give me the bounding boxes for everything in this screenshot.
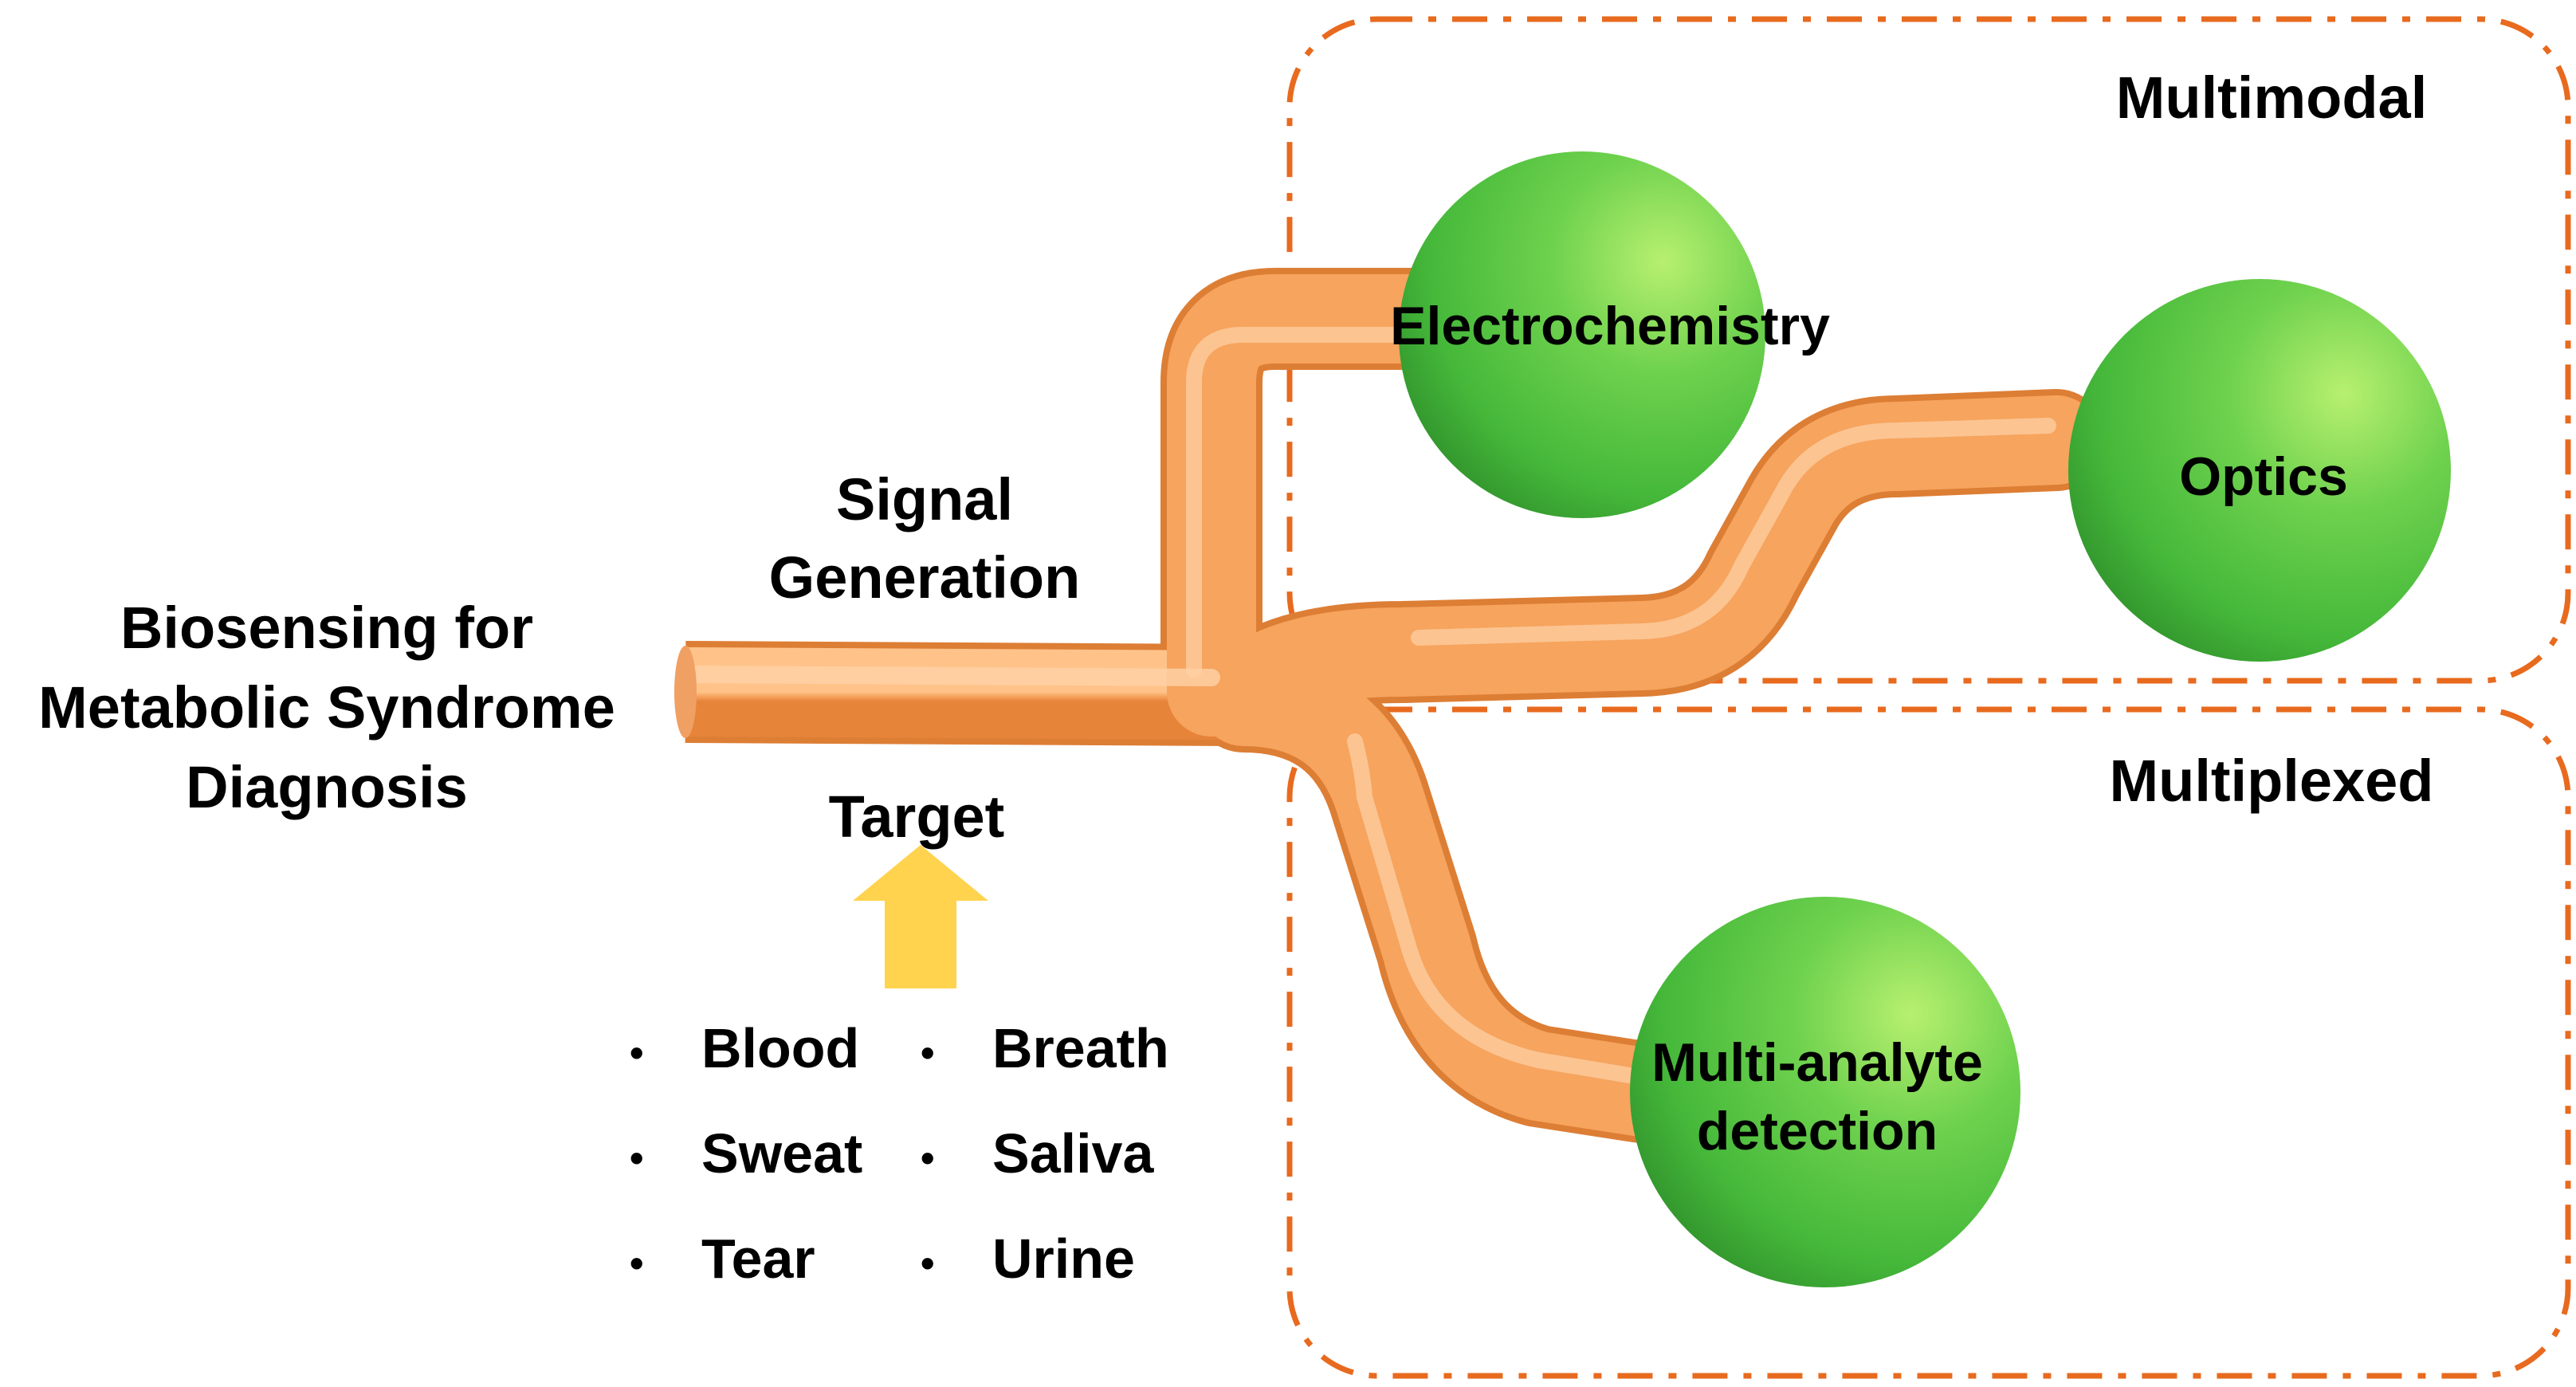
bullet-icon: • xyxy=(630,1135,644,1181)
electrochemistry-label: Electrochemistry xyxy=(1390,296,1830,356)
multi-analyte-label: Multi-analyte detection xyxy=(1562,1028,2072,1165)
bullet-icon: • xyxy=(630,1030,644,1075)
sample-item: • Breath xyxy=(921,1012,1169,1089)
title-line-1: Biosensing for xyxy=(120,595,534,661)
bullet-icon: • xyxy=(630,1240,644,1286)
sample-label: Urine xyxy=(992,1228,1135,1290)
signal-line-2: Generation xyxy=(768,544,1081,611)
sample-item: • Urine xyxy=(921,1223,1135,1299)
sample-item: • Tear xyxy=(630,1223,815,1299)
sample-label: Sweat xyxy=(701,1122,863,1185)
diagram-title: Biosensing for Metabolic Syndrome Diagno… xyxy=(0,588,654,827)
signal-line-1: Signal xyxy=(835,466,1014,532)
electrochemistry-sphere xyxy=(1399,151,1765,518)
target-label: Target xyxy=(828,784,1005,850)
sample-label: Tear xyxy=(701,1228,815,1290)
multiplexed-box xyxy=(1286,706,2571,1379)
sample-item: • Blood xyxy=(630,1012,859,1089)
title-line-2: Metabolic Syndrome xyxy=(38,674,615,741)
tube-network xyxy=(674,268,2107,1143)
sample-label: Saliva xyxy=(992,1122,1154,1185)
bullet-icon: • xyxy=(921,1030,935,1075)
multimodal-title: Multimodal xyxy=(2115,65,2428,131)
sample-label: Blood xyxy=(701,1017,860,1079)
multi-analyte-line-1: Multi-analyte xyxy=(1651,1032,1983,1093)
multiplexed-title: Multiplexed xyxy=(2109,748,2434,814)
bullet-icon: • xyxy=(921,1135,935,1181)
optics-label: Optics xyxy=(2179,446,2348,507)
sample-item: • Saliva xyxy=(921,1118,1153,1194)
sample-type-list: • Blood • Breath • Sweat • Saliva • Tear • Uri… xyxy=(630,1012,1235,1331)
sample-item: • Sweat xyxy=(630,1118,862,1194)
multi-analyte-line-2: detection xyxy=(1696,1101,1938,1161)
up-arrow-icon xyxy=(853,845,988,988)
optics-sphere xyxy=(2068,279,2451,662)
multi-analyte-sphere xyxy=(1630,897,2020,1287)
title-line-3: Diagnosis xyxy=(186,754,468,820)
sample-label: Breath xyxy=(992,1017,1169,1079)
signal-generation-label: Signal Generation xyxy=(701,461,1148,617)
bullet-icon: • xyxy=(921,1240,935,1286)
